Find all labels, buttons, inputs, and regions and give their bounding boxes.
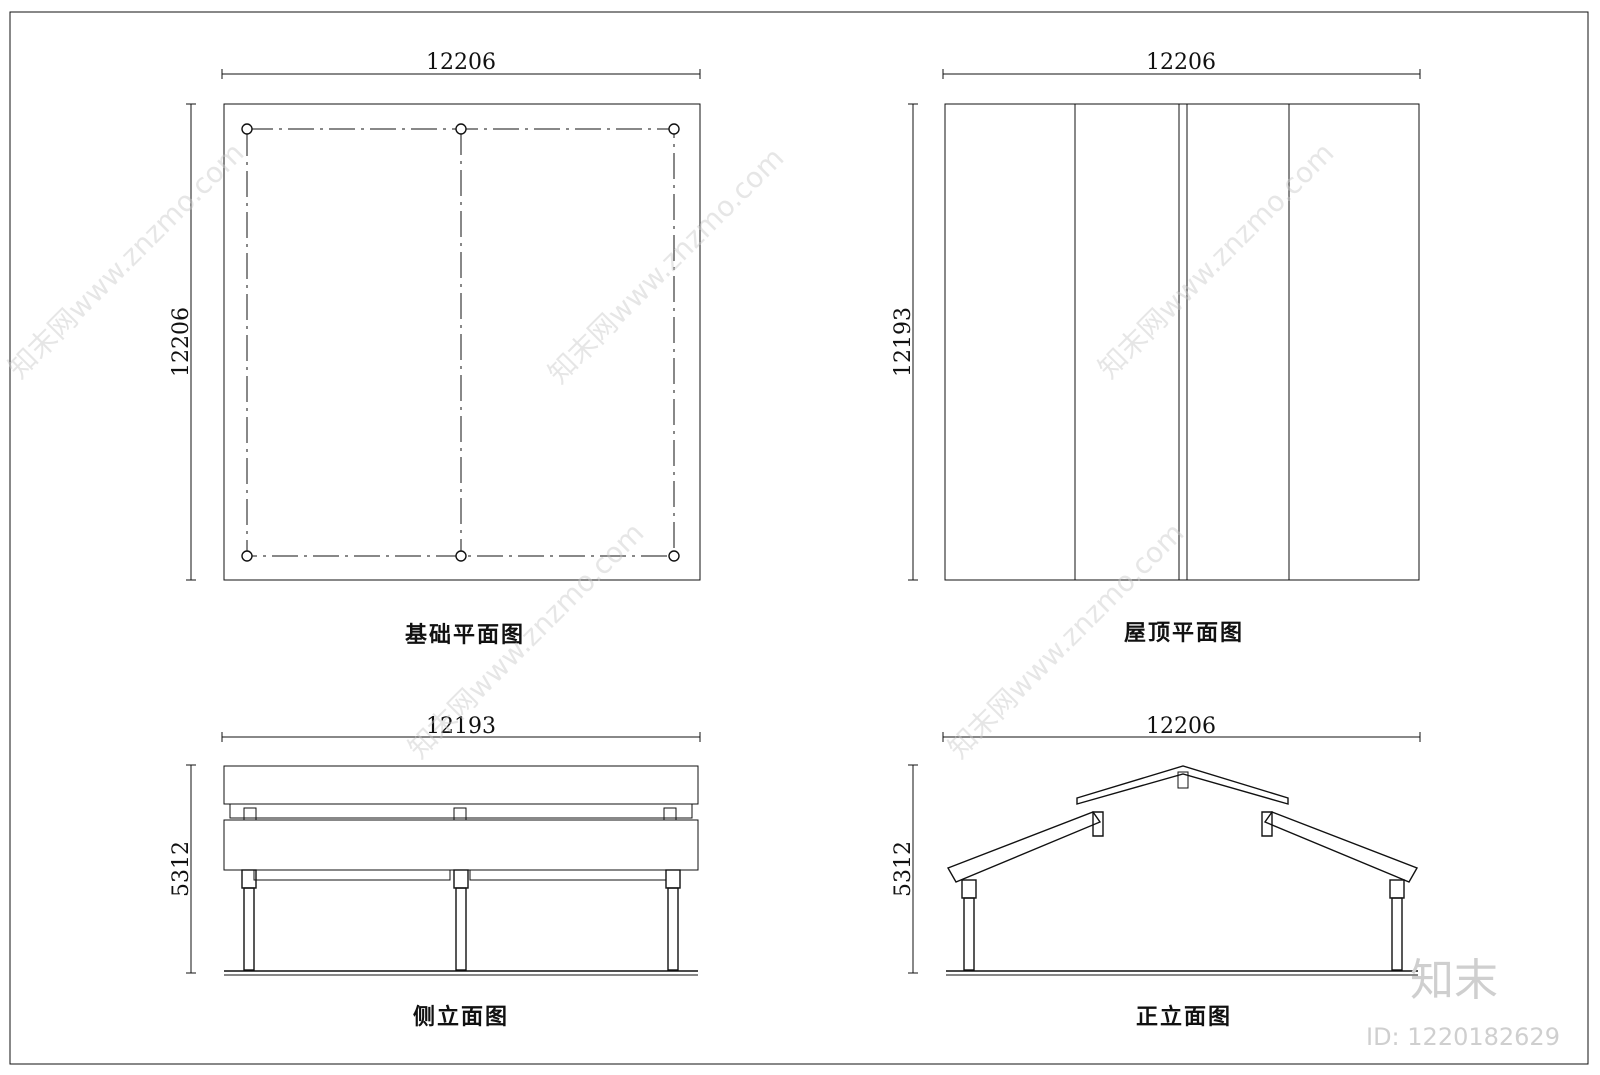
foundation-plan-title: 基础平面图 xyxy=(405,622,525,648)
front-width-dim: 12206 xyxy=(1146,714,1216,739)
image-id-label: ID: 1220182629 xyxy=(1366,1023,1560,1051)
watermark-text: 知末网www.znzmo.com xyxy=(542,141,791,390)
column-markers xyxy=(241,123,680,562)
upper-roof-band xyxy=(223,765,699,805)
watermarks: 知末网www.znzmo.com 知末网www.znzmo.com 知末网www… xyxy=(2,136,1341,765)
front-height-dim: 5312 xyxy=(891,841,916,897)
roof-plan-title: 屋顶平面图 xyxy=(1124,620,1244,646)
roof-plan: 12206 12193 屋顶平面图 xyxy=(891,50,1421,646)
front-elevation-title: 正立面图 xyxy=(1136,1004,1232,1030)
watermark-text: 知末网www.znzmo.com xyxy=(2,136,251,385)
lower-roof-band xyxy=(223,819,699,871)
roof-tiles xyxy=(944,103,1420,581)
side-elevation: 12193 5312 侧立面图 xyxy=(169,714,701,1030)
foundation-height-dim: 12206 xyxy=(169,307,194,377)
watermark-text: 知末网www.znzmo.com xyxy=(1092,136,1341,385)
front-elevation: 12206 5312 正立面图 xyxy=(891,714,1421,1030)
brand-logo-text: 知末 xyxy=(1410,955,1498,1006)
roof-height-dim: 12193 xyxy=(891,307,916,377)
roof-ridge xyxy=(1178,103,1188,581)
roof-width-dim: 12206 xyxy=(1146,50,1216,75)
side-elevation-title: 侧立面图 xyxy=(413,1004,509,1030)
lower-roof-right xyxy=(1263,811,1419,883)
lower-roof-left xyxy=(946,811,1102,883)
upper-gable-roof xyxy=(1076,765,1289,805)
foundation-outline xyxy=(223,103,701,581)
columns xyxy=(241,869,681,971)
side-width-dim: 12193 xyxy=(426,714,496,739)
foundation-width-dim: 12206 xyxy=(426,50,496,75)
foundation-plan: 12206 12206 基础平面图 xyxy=(169,50,701,648)
side-height-dim: 5312 xyxy=(169,841,194,897)
sheet-border xyxy=(9,11,1589,1065)
